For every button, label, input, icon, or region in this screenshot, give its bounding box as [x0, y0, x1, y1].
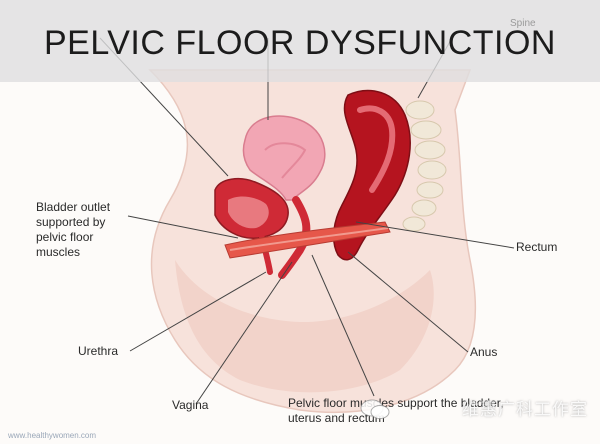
pelvic-floor-muscles	[224, 221, 391, 259]
thigh-shadow	[175, 260, 434, 393]
source-url: www.healthywomen.com	[8, 431, 97, 440]
label-vagina: Vagina	[172, 398, 209, 412]
label-urethra: Urethra	[78, 344, 119, 358]
spine	[402, 100, 447, 232]
label-rectum: Rectum	[516, 240, 558, 254]
title-banner: PELVIC FLOOR DYSFUNCTION	[0, 0, 600, 82]
page-title: PELVIC FLOOR DYSFUNCTION	[44, 24, 556, 62]
uterus	[242, 115, 326, 201]
label-anus: Anus	[470, 345, 498, 359]
watermark: 维惠广科工作室	[462, 400, 588, 420]
label-bladder-outlet: Bladder outlet supported by pelvic floor…	[36, 200, 111, 259]
vagina	[278, 196, 311, 279]
label-spine: Spine	[510, 18, 536, 29]
wechat-icon	[360, 399, 390, 419]
